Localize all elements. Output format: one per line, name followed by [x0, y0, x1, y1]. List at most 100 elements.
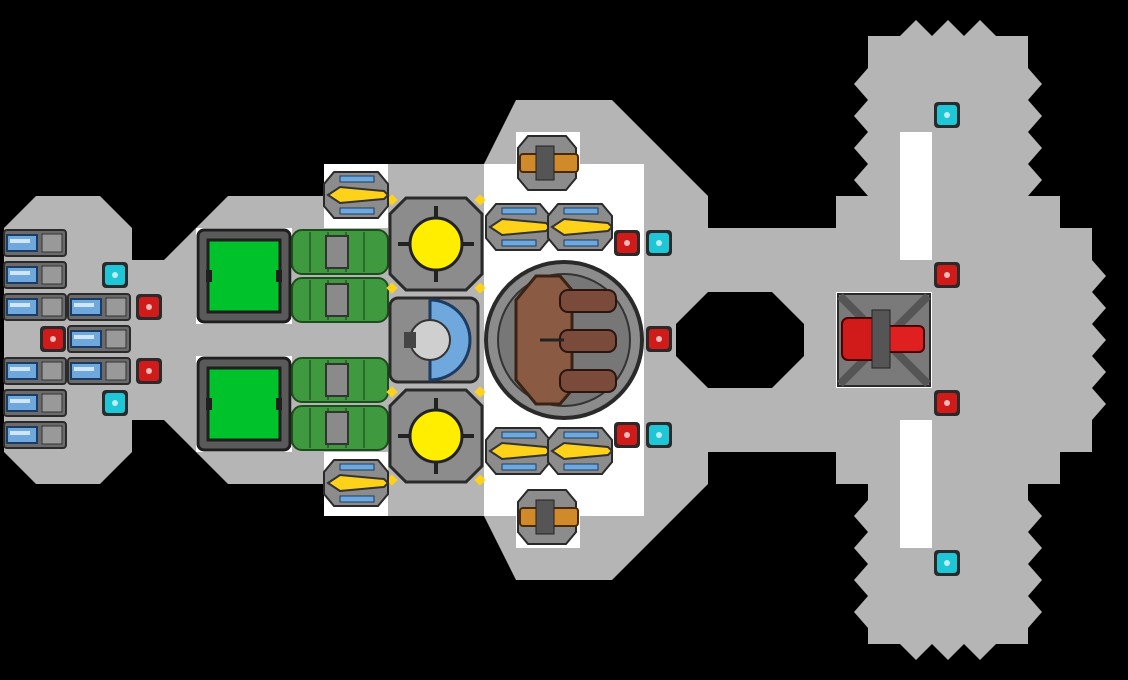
bronze-cannon[interactable] — [517, 135, 579, 191]
pod-glint — [74, 303, 94, 307]
reactor-core[interactable] — [386, 386, 486, 486]
launcher-rail — [501, 463, 537, 471]
hull-notch — [1092, 324, 1106, 356]
door-light — [112, 272, 118, 278]
core-bracket — [462, 434, 474, 438]
hull-notch — [854, 500, 868, 532]
core-bracket — [434, 462, 438, 474]
cyan-door[interactable] — [646, 230, 672, 256]
door-light — [146, 304, 152, 310]
triple-barrel-turret-icon — [559, 369, 617, 393]
cryo-pod[interactable] — [3, 229, 67, 257]
coolant-pipe[interactable] — [291, 405, 389, 451]
red-engine[interactable] — [837, 293, 931, 387]
tank-clamp — [276, 270, 282, 282]
red-door[interactable] — [614, 230, 640, 256]
core-bracket — [434, 270, 438, 282]
reactor-core[interactable] — [386, 194, 486, 294]
cyan-door[interactable] — [934, 102, 960, 128]
shield-dome[interactable] — [388, 296, 480, 384]
missile-launcher[interactable] — [323, 171, 390, 219]
main-turret[interactable] — [484, 260, 644, 420]
red-door[interactable] — [934, 390, 960, 416]
hull-notch — [854, 532, 868, 564]
fuel-tank[interactable] — [196, 356, 292, 452]
cryo-pod[interactable] — [3, 357, 67, 385]
hull-notch — [1028, 532, 1042, 564]
cryo-pod[interactable] — [67, 293, 131, 321]
red-door[interactable] — [136, 358, 162, 384]
cyan-door[interactable] — [102, 262, 128, 288]
fuel-tank[interactable] — [196, 228, 292, 324]
pod-vent — [41, 361, 63, 381]
launcher-rail — [339, 175, 375, 183]
missile-launcher[interactable] — [323, 459, 390, 507]
cryo-pod[interactable] — [67, 357, 131, 385]
cryo-pod[interactable] — [3, 421, 67, 449]
yellow-missile-icon — [326, 185, 390, 205]
yellow-missile-icon — [550, 217, 614, 237]
launcher-rail — [563, 463, 599, 471]
core-bolt — [474, 282, 486, 294]
core-bolt — [386, 194, 398, 206]
hull-notch — [932, 644, 964, 660]
triple-barrel-turret-icon — [559, 329, 617, 353]
missile-launcher-bank — [323, 171, 614, 507]
core-bracket — [434, 398, 438, 410]
core-bolt — [386, 386, 398, 398]
door-light — [944, 272, 950, 278]
missile-launcher[interactable] — [547, 427, 614, 475]
door-light — [656, 240, 662, 246]
hull-notch — [854, 68, 868, 100]
hull-notch — [1028, 500, 1042, 532]
hull-notch — [900, 20, 932, 36]
fuel-tank-bank — [196, 228, 292, 452]
door-light — [50, 336, 56, 342]
core-bracket — [462, 242, 474, 246]
pipe-joint — [325, 235, 349, 269]
cyan-door[interactable] — [646, 422, 672, 448]
red-door[interactable] — [934, 262, 960, 288]
hull-notch — [1028, 100, 1042, 132]
core-bracket — [434, 206, 438, 218]
red-door[interactable] — [646, 326, 672, 352]
red-door[interactable] — [40, 326, 66, 352]
cryo-pod[interactable] — [67, 325, 131, 353]
door-light — [944, 112, 950, 118]
cryo-pod[interactable] — [3, 293, 67, 321]
core-bolt — [474, 194, 486, 206]
pod-vent — [41, 233, 63, 253]
cryo-pod[interactable] — [3, 261, 67, 289]
tank-clamp — [276, 398, 282, 410]
missile-launcher[interactable] — [485, 427, 552, 475]
coolant-pipe[interactable] — [291, 229, 389, 275]
hull-notch — [854, 596, 868, 628]
red-door[interactable] — [136, 294, 162, 320]
pod-vent — [105, 361, 127, 381]
launcher-rail — [563, 431, 599, 439]
core-bolt — [386, 282, 398, 294]
hull-notch — [854, 164, 868, 196]
hull-notch — [1092, 388, 1106, 420]
green-tank-icon — [206, 366, 282, 442]
missile-launcher[interactable] — [547, 203, 614, 251]
green-tank-icon — [206, 238, 282, 314]
door-light — [656, 432, 662, 438]
pipe-joint — [325, 363, 349, 397]
hull-notch — [1028, 68, 1042, 100]
coolant-pipe[interactable] — [291, 357, 389, 403]
pod-glint — [74, 367, 94, 371]
pod-glint — [74, 335, 94, 339]
red-door[interactable] — [614, 422, 640, 448]
door-light — [146, 368, 152, 374]
bronze-cannon[interactable] — [517, 489, 579, 545]
cyan-door[interactable] — [934, 550, 960, 576]
cryo-pod[interactable] — [3, 389, 67, 417]
pod-vent — [41, 425, 63, 445]
coolant-pipe[interactable] — [291, 277, 389, 323]
missile-launcher[interactable] — [485, 203, 552, 251]
pod-vent — [41, 297, 63, 317]
cyan-door[interactable] — [102, 390, 128, 416]
yellow-core-icon — [408, 408, 464, 464]
